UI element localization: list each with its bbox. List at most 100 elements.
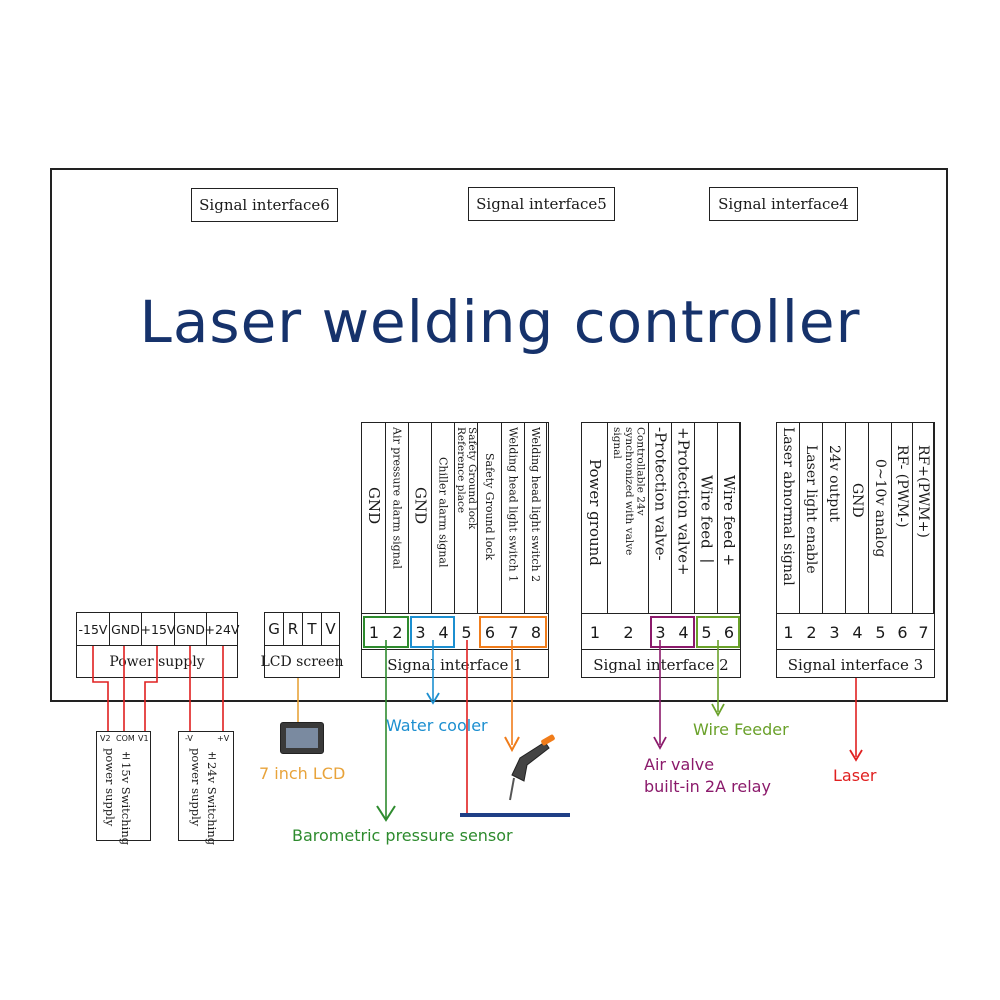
si1-desc-7: Welding head light switch 1 xyxy=(506,427,520,583)
si1-col-2: Air pressure alarm signal xyxy=(386,423,409,613)
lcd-pin-t: T xyxy=(303,613,322,645)
signal-interface-6-label: Signal interface6 xyxy=(191,188,338,222)
laser-label: Laser xyxy=(833,766,877,785)
si3-pin-3: 3 xyxy=(829,622,840,642)
psu-24v-terminals: -V +V xyxy=(179,732,233,746)
psu-24v-minus-v: -V xyxy=(185,734,193,743)
si1-orange-highlight xyxy=(479,616,547,648)
si2-label: Signal interface 2 xyxy=(582,649,740,680)
si1-pin-3: 3 xyxy=(415,622,426,642)
si2-pin-5: 5 xyxy=(701,622,712,642)
psu-15v-v1: V1 xyxy=(138,734,149,743)
lcd-display-icon xyxy=(286,728,318,748)
si1-pin-6: 6 xyxy=(484,622,496,642)
psu-24v-plus-v: +V xyxy=(217,734,230,743)
controller-frame xyxy=(50,168,948,702)
si1-pin-8: 8 xyxy=(530,622,542,642)
psu-15v-terminals: V2 COM V1 xyxy=(97,732,150,746)
si1-desc-1: GND xyxy=(365,487,383,525)
si2-col-1: Power ground xyxy=(582,423,608,613)
barometric-sensor-label: Barometric pressure sensor xyxy=(292,826,513,845)
si2-pin-4: 4 xyxy=(678,622,689,642)
wire-feeder-label: Wire Feeder xyxy=(693,720,789,739)
si1-desc-2: Air pressure alarm signal xyxy=(390,427,404,569)
wire-feeder-arrow xyxy=(711,703,725,717)
si1-col-5: Safety Ground lock Reference place xyxy=(455,423,478,613)
signal-interface-2-block: Power ground Controllable 24v synchroniz… xyxy=(581,422,741,678)
si3-pin-7: 7 xyxy=(918,622,929,642)
si1-desc-6: Safety Ground lock xyxy=(483,453,496,561)
si3-pin-1: 1 xyxy=(783,622,794,642)
lcd-screen-block: G R T V LCD screen xyxy=(261,612,344,678)
si1-pin-1: 1 xyxy=(368,622,380,642)
si3-pin-4: 4 xyxy=(852,622,863,642)
si3-desc-6: RF- (PWM-) xyxy=(894,445,910,528)
si3-col-3: 24v output xyxy=(823,423,846,613)
si3-pin-5: 5 xyxy=(875,622,886,642)
power-pin-plus15v: +15V xyxy=(141,613,175,645)
signal-interface-1-block: GND Air pressure alarm signal GND Chille… xyxy=(361,422,549,678)
lcd-screen-label: LCD screen xyxy=(261,645,344,678)
power-wires xyxy=(92,646,224,731)
power-pin-gnd-2: GND xyxy=(175,613,207,645)
signal-interface-4-label: Signal interface4 xyxy=(709,187,858,221)
psu-15v-text-1: ±15v Switching xyxy=(119,748,134,846)
lcd-pin-r: R xyxy=(284,613,303,645)
si3-pin-6: 6 xyxy=(897,622,908,642)
power-pin-plus24v: +24V xyxy=(204,621,240,637)
si2-desc-3: -Protection valve- xyxy=(651,427,670,561)
air-valve-label-2: built-in 2A relay xyxy=(644,777,771,796)
si2-pin-6: 6 xyxy=(723,622,735,642)
si3-col-1: Laser abnormal signal xyxy=(777,423,800,613)
si3-desc-7: RF+(PWM+) xyxy=(915,445,931,538)
psu-24v-text-2: power supply xyxy=(189,748,204,827)
si2-col-5: Wire feed 一 xyxy=(695,423,718,613)
si1-col-6: Safety Ground lock xyxy=(478,423,502,613)
si2-desc-2: Controllable 24v synchronized with valve… xyxy=(611,427,647,556)
si2-pin-2: 2 xyxy=(623,622,634,642)
si1-pin-4: 4 xyxy=(438,622,449,642)
si3-col-7: RF+(PWM+) xyxy=(913,423,934,613)
psu-15v: V2 COM V1 ±15v Switching power supply xyxy=(96,731,151,845)
lcd-pin-v: V xyxy=(325,620,336,638)
si1-desc-3: GND xyxy=(411,487,430,525)
si1-col-3: GND xyxy=(409,423,432,613)
si2-pin-1: 1 xyxy=(589,622,601,642)
diagram-title: Laser welding controller xyxy=(139,288,861,356)
si2-desc-1: Power ground xyxy=(586,459,604,566)
si1-pin-5: 5 xyxy=(461,622,472,642)
psu-24v-text-1: ±24v Switching xyxy=(205,748,220,846)
si2-magenta-highlight xyxy=(650,616,695,648)
si2-desc-5: Wire feed 一 xyxy=(697,475,716,569)
si1-col-8: Welding head light switch 2 xyxy=(525,423,547,613)
si2-col-3: -Protection valve- xyxy=(649,423,672,613)
lcd-device-icon xyxy=(280,722,324,754)
si1-col-1: GND xyxy=(362,423,386,613)
si3-col-6: RF- (PWM-) xyxy=(892,423,913,613)
barometric-arrow xyxy=(376,805,396,822)
water-cooler-arrow xyxy=(426,692,440,705)
si3-desc-1: Laser abnormal signal xyxy=(780,427,796,586)
si3-col-4: GND xyxy=(846,423,869,613)
wire-plus15v xyxy=(144,646,158,731)
si2-pin-row: 1 2 3 4 5 6 xyxy=(582,613,740,650)
si1-desc-5: Safety Ground lock Reference place xyxy=(455,427,479,530)
wire-minus15v xyxy=(92,646,109,731)
si2-col-6: Wire feed + xyxy=(718,423,740,613)
air-valve-arrow xyxy=(653,736,667,750)
si1-col-7: Welding head light switch 1 xyxy=(502,423,525,613)
si1-col-4: Chiller alarm signal xyxy=(432,423,455,613)
si3-desc-3: 24v output xyxy=(826,445,842,522)
si3-pin-row: 1 2 3 4 5 6 7 xyxy=(777,613,934,650)
psu-15v-com: COM xyxy=(116,734,135,743)
si2-desc-4: +Protection valve+ xyxy=(674,427,693,576)
si3-label: Signal interface 3 xyxy=(777,649,934,680)
signal-interface-3-block: Laser abnormal signal Laser light enable… xyxy=(776,422,935,678)
si2-desc-6: Wire feed + xyxy=(720,475,738,567)
si1-desc-4: Chiller alarm signal xyxy=(436,457,450,568)
lcd-7inch-label: 7 inch LCD xyxy=(259,764,346,783)
si1-pin-7: 7 xyxy=(508,622,519,642)
power-pin-minus15v: -15V xyxy=(77,613,110,645)
si2-pin-3: 3 xyxy=(655,622,666,642)
